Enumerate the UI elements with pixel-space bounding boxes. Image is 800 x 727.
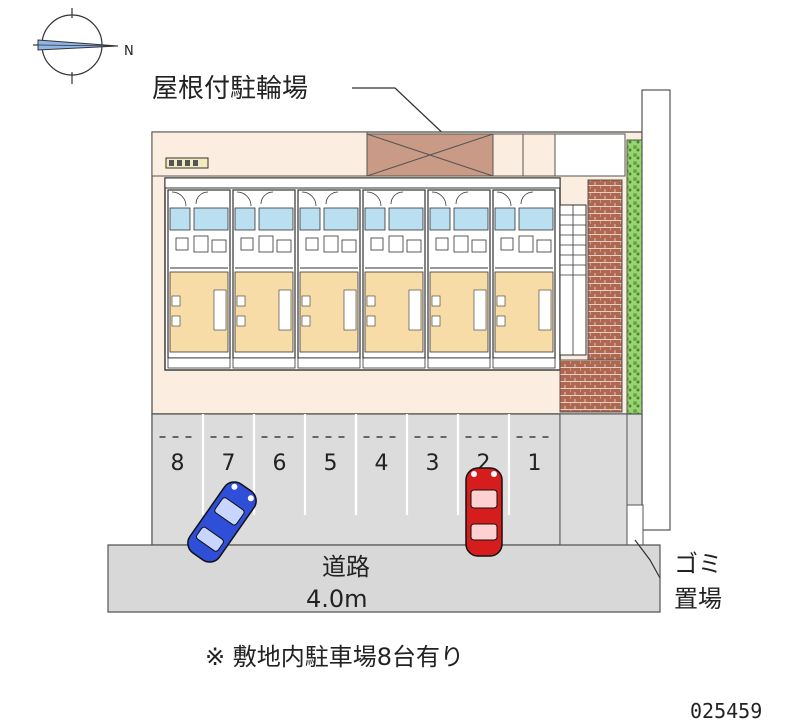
bicycle-parking-leader [352,87,451,141]
garbage-label-line2: 置場 [674,585,722,613]
compass-direction-label: N [124,44,134,59]
staircase [559,204,587,356]
apartment-unit [232,189,296,369]
parking-space-number: 7 [222,451,236,476]
apartment-unit [167,189,231,369]
parking-footnote: ※ 敷地内駐車場8台有り [205,643,464,671]
compass: N [33,8,134,84]
parking-space-number: 1 [528,451,542,476]
parking-space-number: 5 [324,451,338,476]
apartment-building [164,177,587,371]
apartment-unit [492,189,556,369]
garbage-label-line1: ゴミ [674,550,722,578]
parking-space-number: 4 [375,451,389,476]
parking-space-number: 6 [273,451,287,476]
parking-space-number: 3 [426,451,440,476]
apartment-unit [362,189,426,369]
brick-wall-upper [587,179,623,361]
road-name: 道路 [322,553,370,581]
apartment-units [167,189,556,369]
red-car [465,467,503,557]
blue-car [187,481,257,563]
bicycle-parking-label: 屋根付駐輪場 [152,74,308,104]
apartment-unit [297,189,361,369]
parking-space-number: 8 [171,451,185,476]
property-code: 025459 [690,699,762,723]
road-width: 4.0m [306,585,368,613]
brick-wall-lower [559,359,623,413]
apartment-unit [427,189,491,369]
garbage-area [626,504,644,546]
road [107,544,661,613]
garbage-leader [634,539,661,579]
side-channel [641,89,671,531]
